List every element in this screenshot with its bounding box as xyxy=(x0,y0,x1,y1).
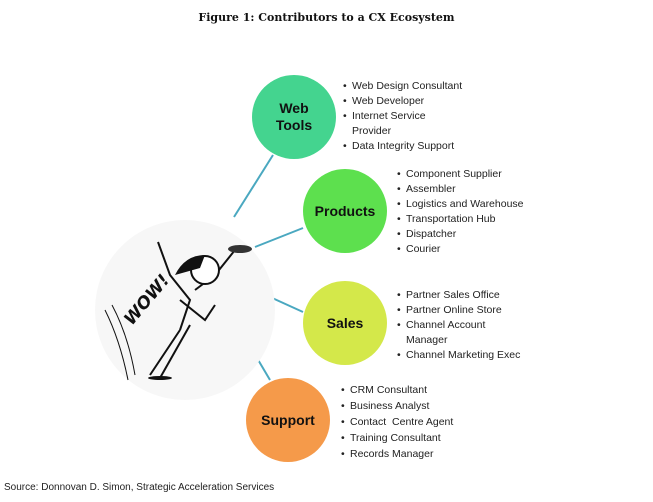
list-products: Component Supplier Assembler Logistics a… xyxy=(397,167,537,257)
list-sales: Partner Sales Office Partner Online Stor… xyxy=(397,288,527,363)
list-item: Transportation Hub xyxy=(397,212,537,227)
list-item: Web Developer xyxy=(343,94,473,109)
list-item: Partner Sales Office xyxy=(397,288,527,303)
list-support: CRM Consultant Business Analyst Contact … xyxy=(341,382,481,462)
connector-web-tools xyxy=(233,154,274,218)
node-products: Products xyxy=(303,169,387,253)
node-web-tools: Web Tools xyxy=(252,75,336,159)
connector-support xyxy=(256,357,271,381)
list-item: Dispatcher xyxy=(397,227,537,242)
figure-title: Figure 1: Contributors to a CX Ecosystem xyxy=(198,11,455,24)
connector-sales xyxy=(269,296,304,313)
list-item: Logistics and Warehouse xyxy=(397,197,537,212)
list-item: Contact Centre Agent xyxy=(341,414,481,430)
list-item: CRM Consultant xyxy=(341,382,481,398)
list-item: Partner Online Store xyxy=(397,303,527,318)
node-support: Support xyxy=(246,378,330,462)
list-item: Data Integrity Support xyxy=(343,139,473,154)
list-item: Channel Account Manager xyxy=(397,318,491,348)
connector-products xyxy=(254,227,304,248)
list-item: Business Analyst xyxy=(341,398,481,414)
list-item: Records Manager xyxy=(341,446,481,462)
list-item: Component Supplier xyxy=(397,167,537,182)
wow-illustration: WOW! xyxy=(95,220,275,400)
source-caption: Source: Donnovan D. Simon, Strategic Acc… xyxy=(4,482,275,493)
list-item: Channel Marketing Exec xyxy=(397,348,527,363)
list-item: Courier xyxy=(397,242,537,257)
list-item: Training Consultant xyxy=(341,430,481,446)
list-web-tools: Web Design Consultant Web Developer Inte… xyxy=(343,79,473,154)
list-item: Internet Service Provider xyxy=(343,109,432,139)
list-item: Web Design Consultant xyxy=(343,79,473,94)
node-sales: Sales xyxy=(303,281,387,365)
list-item: Assembler xyxy=(397,182,537,197)
